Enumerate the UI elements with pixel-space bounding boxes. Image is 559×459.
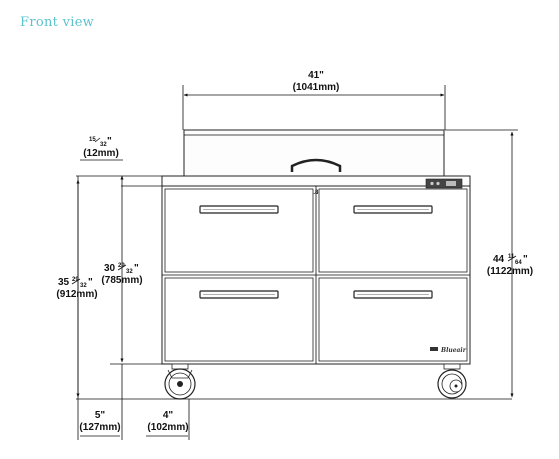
body-height-den: 32 [126,269,133,275]
cabinet: 8.8 8.8 8.8 Blueair [161,175,471,365]
caster-left [164,363,196,400]
top-rail [183,129,445,177]
overall-height-num: 11 [508,254,515,260]
svg-text:": " [523,254,528,265]
brand-logo: Blueair [440,347,467,354]
total-height-num: 29 [72,277,79,283]
lid-handle [290,158,342,172]
caster-offset-mm: (102mm) [147,422,188,433]
total-height-mm: (912mm) [56,289,97,300]
top-offset-den: 32 [100,142,107,148]
caster-height-dimension: 5" (127mm) [77,364,123,440]
svg-text:": " [88,277,93,288]
drawer-top-right [318,188,468,273]
body-height-dimension: 30 29 32 " (785mm) [101,175,170,365]
caster-offset-inches: 4" [163,410,174,421]
body-height-num: 29 [118,263,125,269]
total-height-whole: 35 [58,277,70,288]
drawer-handles [199,205,433,299]
svg-text:": " [107,136,112,147]
svg-text:8.8: 8.8 [310,190,319,196]
drawer-top-left [164,188,314,273]
top-offset-mm: (12mm) [83,148,119,159]
caster-height-mm: (127mm) [79,422,120,433]
top-offset-num: 15 [89,137,96,143]
view-title: Front view [20,15,95,30]
body-height-whole: 30 [104,263,116,274]
caster-offset-dimension: 4" (102mm) [146,399,190,440]
body-height-mm: (785mm) [101,275,142,286]
total-height-dimension: 35 29 32 " (912mm) [56,179,98,398]
overall-height-dimension: 44 11 64 " (1122mm) [445,129,533,398]
total-height-den: 32 [80,283,87,289]
width-inches: 41" [308,70,324,81]
width-dimension: 41" (1041mm) [182,70,446,130]
overall-height-mm: (1122mm) [487,266,533,277]
overall-height-den: 64 [515,260,522,266]
control-panel [425,178,463,189]
svg-text:": " [134,263,139,274]
countertop [161,175,471,187]
width-mm: (1041mm) [293,82,340,93]
caster-height-inches: 5" [95,410,106,421]
caster-right [437,363,467,399]
overall-height-whole: 44 [493,254,505,265]
